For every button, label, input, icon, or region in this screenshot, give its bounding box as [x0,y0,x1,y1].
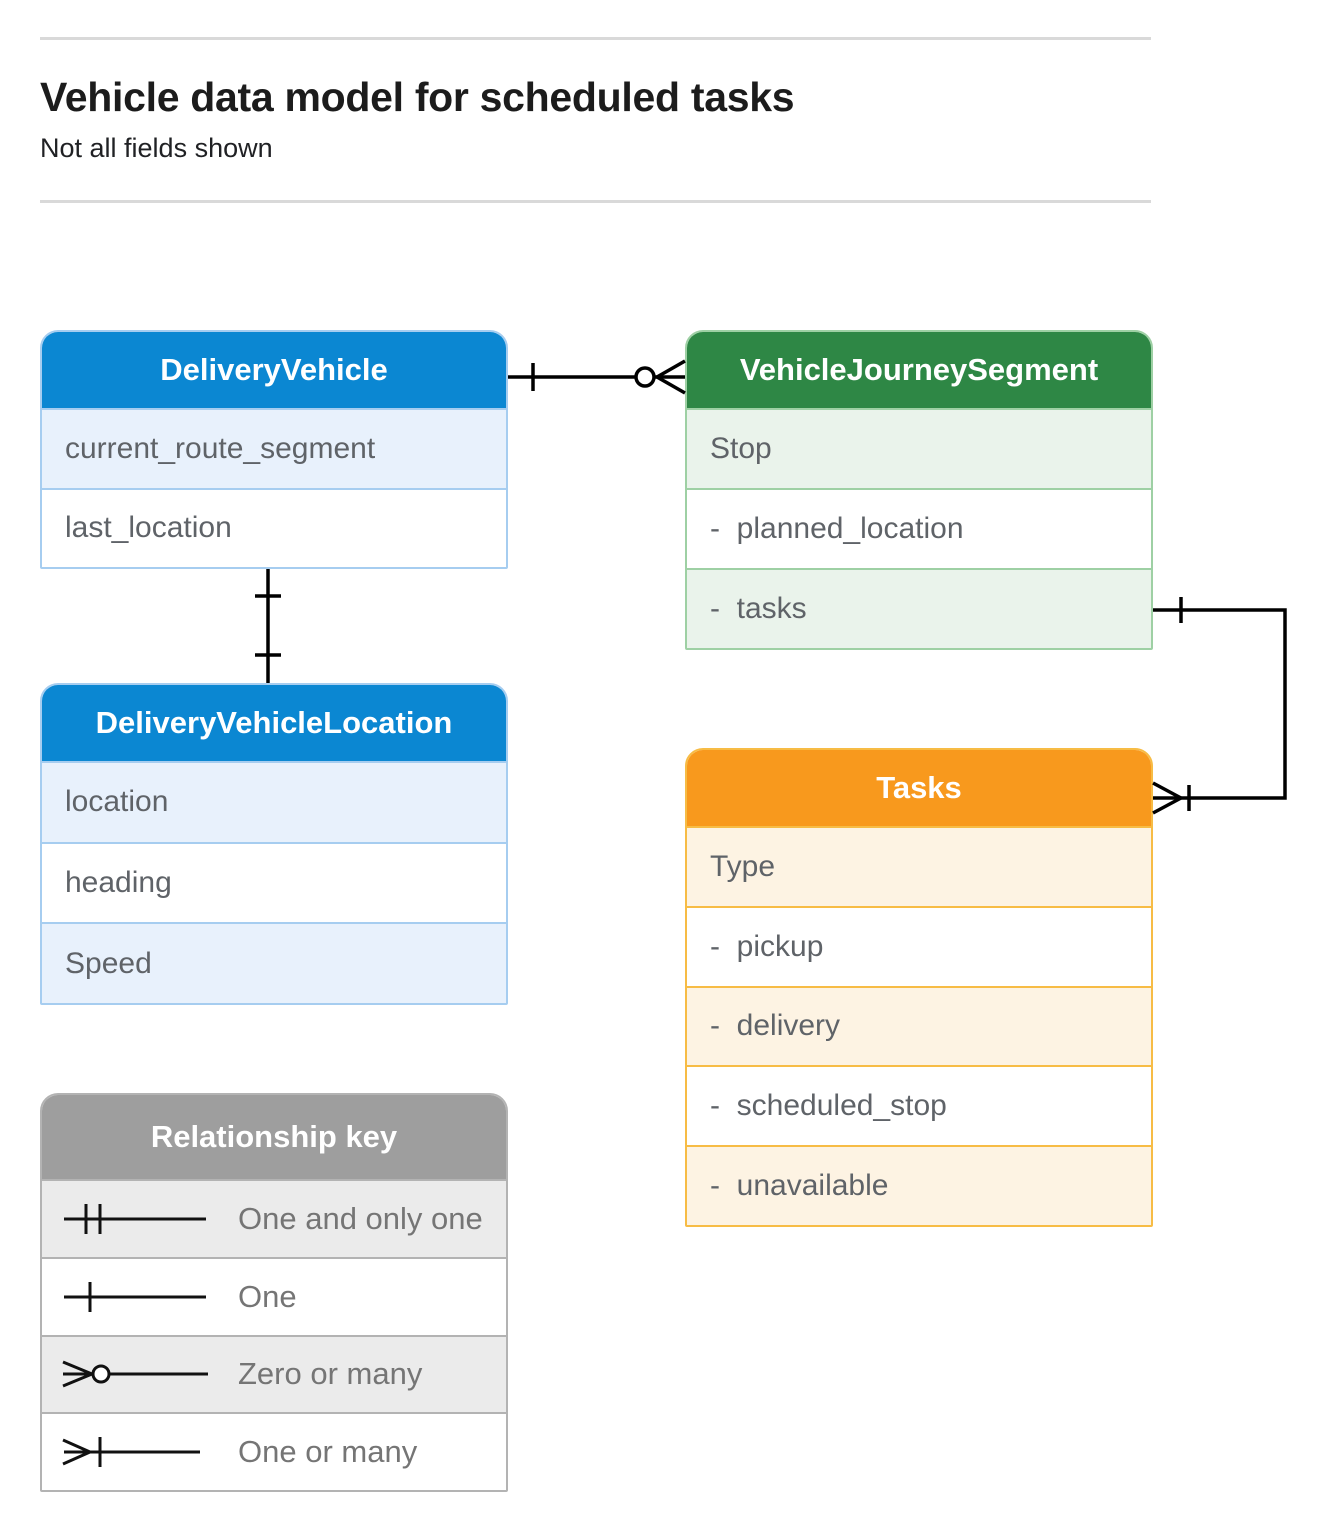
entity-vehicle-journey-segment: VehicleJourneySegment Stop - planned_loc… [685,330,1153,650]
legend-title: Relationship key [42,1095,506,1179]
entity-title: Tasks [687,750,1151,826]
entity-field: last_location [42,487,506,567]
entity-tasks: Tasks Type - pickup - delivery - schedul… [685,748,1153,1227]
zero-circle-icon [634,366,656,388]
legend-label: Zero or many [238,1356,423,1392]
one-and-only-one-icon [62,1197,212,1241]
entity-field: - unavailable [687,1145,1151,1225]
legend-label: One [238,1278,297,1314]
entity-title: DeliveryVehicle [42,332,506,408]
legend-label: One and only one [238,1200,483,1236]
entity-field: Speed [42,922,506,1003]
crow-foot-icon [656,375,686,395]
entity-field: - pickup [687,905,1151,986]
entity-title: VehicleJourneySegment [687,332,1151,408]
entity-field: - scheduled_stop [687,1065,1151,1146]
entity-field: current_route_segment [42,408,506,488]
crow-foot-icon [1152,781,1182,800]
connector-deliveryvehicle-vehiclejourneysegment [508,359,686,395]
legend-label: One or many [238,1434,418,1470]
entity-delivery-vehicle: DeliveryVehicle current_route_segment la… [40,330,508,569]
entity-field: - planned_location [687,488,1151,568]
connector-deliveryvehicle-deliveryvehiclelocation [255,569,281,683]
entity-delivery-vehicle-location: DeliveryVehicleLocation location heading… [40,683,508,1005]
entity-field: heading [42,841,506,923]
one-or-many-icon [62,1430,212,1474]
relationship-key: Relationship key One and only one [40,1093,508,1492]
connector-vehiclejourneysegment-tasks [1152,597,1287,815]
entity-field: Type [687,826,1151,906]
page-title: Vehicle data model for scheduled tasks [40,74,795,120]
legend-item: One [42,1256,506,1335]
crow-foot-icon [1152,796,1182,815]
top-divider [40,37,1151,40]
page-subtitle: Not all fields shown [40,133,273,163]
zero-or-many-icon [62,1352,212,1396]
header-divider [40,200,1151,203]
legend-item: One or many [42,1412,506,1490]
entity-field: location [42,761,506,842]
entity-field: Stop [687,408,1151,488]
legend-item: One and only one [42,1179,506,1257]
crow-foot-icon [656,359,686,379]
entity-field: - tasks [687,568,1151,648]
entity-field: - delivery [687,985,1151,1066]
one-icon [62,1275,212,1319]
legend-item: Zero or many [42,1334,506,1413]
entity-title: DeliveryVehicleLocation [42,685,506,761]
